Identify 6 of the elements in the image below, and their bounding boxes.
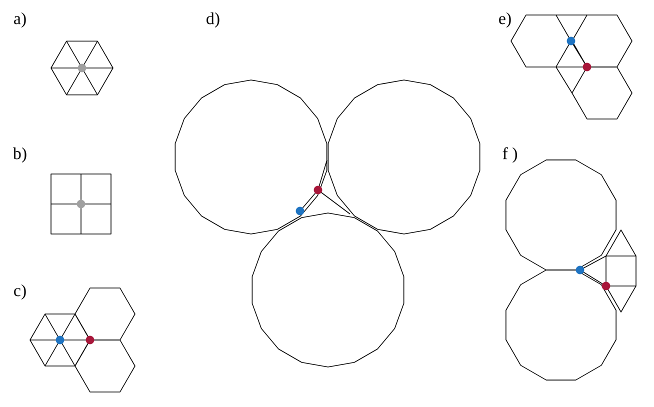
panel-label: d)	[206, 12, 220, 28]
panel-label: c)	[14, 284, 26, 300]
panel-label: a)	[14, 12, 26, 28]
panel-label: e)	[499, 12, 511, 28]
panel-label: b)	[12, 147, 26, 163]
panel-label: f )	[502, 147, 518, 163]
